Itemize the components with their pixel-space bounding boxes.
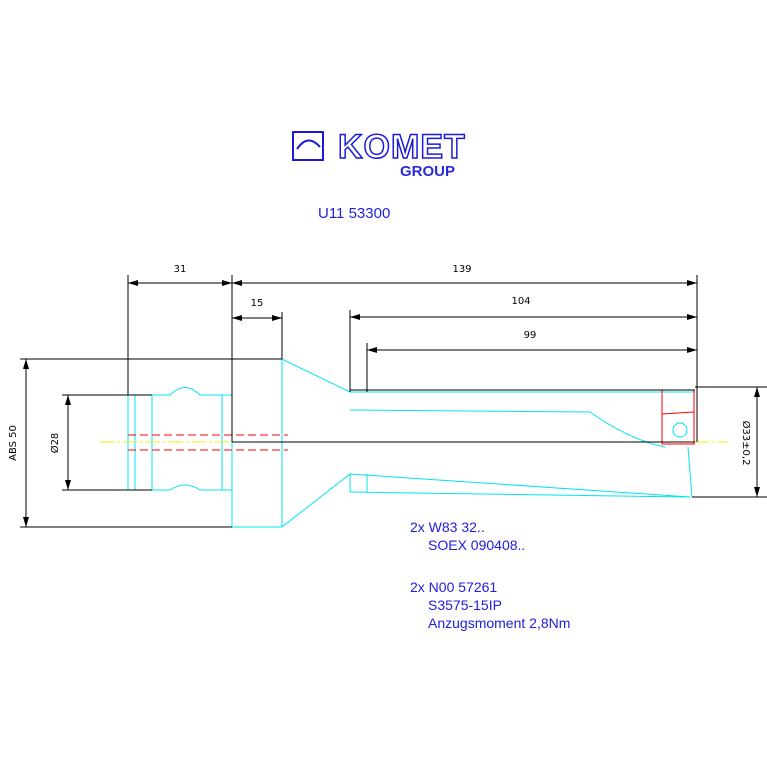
logo-brand: KOMET — [337, 127, 466, 167]
logo-group: GROUP — [400, 163, 456, 180]
dim-104: 104 — [511, 296, 530, 307]
note-line: 2x N00 57261 — [410, 579, 498, 595]
dim-31: 31 — [174, 264, 187, 275]
dim-dia28: Ø28 — [49, 433, 61, 454]
hidden-lines — [128, 434, 288, 451]
article-number: U11 53300 — [318, 205, 391, 222]
note-line: S3575-15IP — [428, 597, 502, 613]
komet-logo-icon — [292, 131, 326, 168]
dim-dia33: Ø33±0,2 — [740, 421, 752, 466]
note-line: SOEX 090408.. — [428, 537, 526, 553]
dim-99: 99 — [524, 330, 537, 341]
note-line: 2x W83 32.. — [410, 519, 485, 535]
note-line: Anzugsmoment 2,8Nm — [428, 615, 571, 631]
dimension-lines — [20, 275, 767, 528]
note-insert: 2x W83 32.. SOEX 090408.. — [410, 518, 525, 554]
insert — [661, 389, 695, 445]
dim-15: 15 — [251, 298, 264, 309]
tool-outline — [127, 358, 695, 528]
note-screw: 2x N00 57261 S3575-15IP Anzugsmoment 2,8… — [410, 578, 570, 632]
dim-139: 139 — [452, 264, 471, 275]
dim-abs50: ABS 50 — [8, 425, 19, 461]
